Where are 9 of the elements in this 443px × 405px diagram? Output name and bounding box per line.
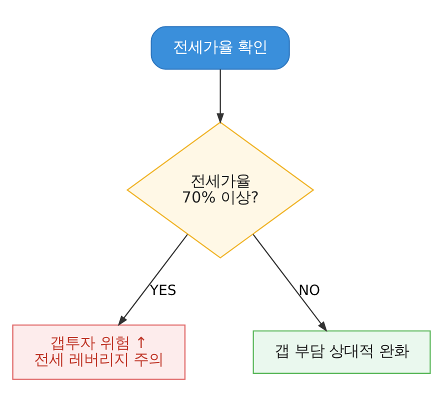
- edge-label: NO: [298, 282, 320, 299]
- arrow: [252, 234, 328, 332]
- node-box: 전세가율 확인: [150, 26, 290, 70]
- edge-label: YES: [150, 282, 176, 299]
- node-box: 갭 부담 상대적 완화: [252, 330, 431, 374]
- node-box: 갭투자 위험 ↑ 전세 레버리지 주의: [12, 324, 186, 380]
- node-diamond: 전세가율 70% 이상?: [126, 121, 314, 258]
- arrow: [216, 68, 224, 124]
- arrow: [118, 234, 188, 326]
